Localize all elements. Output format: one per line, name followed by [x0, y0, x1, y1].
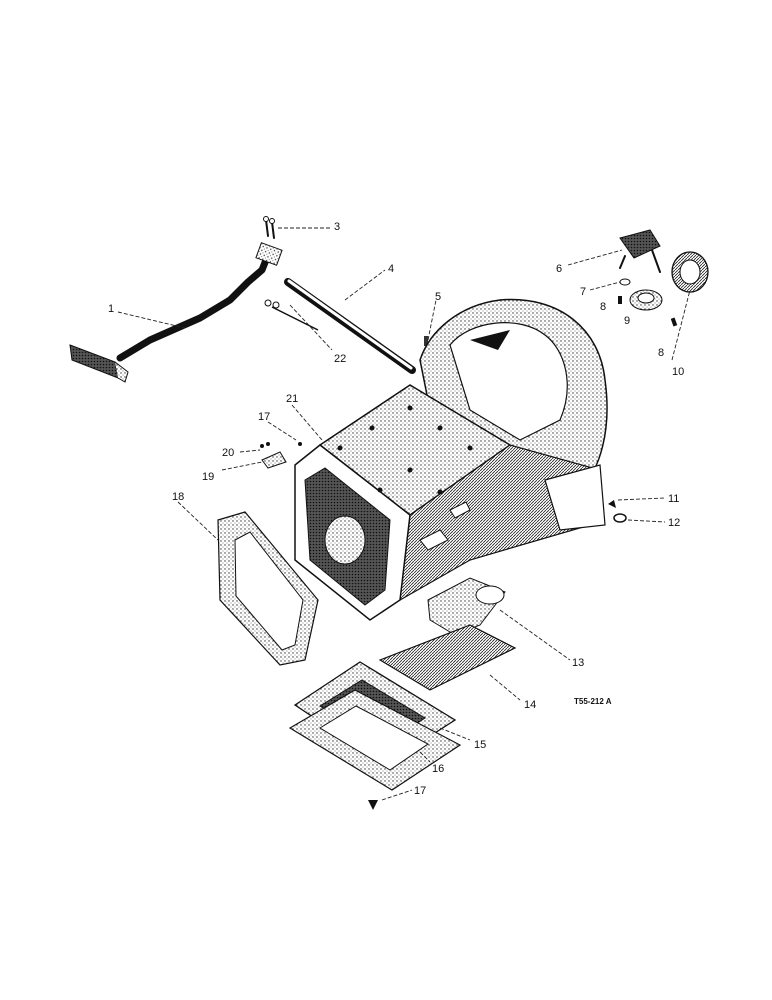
washer	[619, 278, 631, 286]
callout-15: 15	[474, 739, 486, 751]
bolts	[263, 216, 275, 239]
callout-20: 20	[222, 447, 234, 459]
callout-14: 14	[524, 699, 536, 711]
callout-10: 10	[672, 366, 684, 378]
callout-5: 5	[435, 291, 441, 303]
set-screw	[618, 296, 678, 327]
leader-lines	[117, 227, 691, 801]
drawing-code: T55-212 A	[574, 697, 612, 706]
dowel-pin	[424, 336, 428, 346]
callout-4: 4	[388, 263, 394, 275]
callout-17: 17	[414, 785, 426, 797]
cross-shaft	[284, 278, 416, 374]
shift-housing	[427, 577, 506, 636]
cover-plate	[378, 624, 517, 691]
callout-13: 13	[572, 657, 584, 669]
cover-gasket	[288, 689, 462, 791]
callouts: 1 3 4 5 6 7 8 8 9 10 11 12 13 14 15 16 1…	[108, 221, 684, 797]
callout-3: 3	[334, 221, 340, 233]
release-bearing	[671, 251, 709, 293]
transmission-housing	[294, 298, 608, 621]
plug	[608, 500, 616, 508]
callout-8b: 8	[658, 347, 664, 359]
release-lever	[619, 229, 661, 273]
link-rod	[264, 299, 319, 331]
callout-19: 19	[202, 471, 214, 483]
callout-18: 18	[172, 491, 184, 503]
front-gasket	[217, 511, 319, 666]
callout-7: 7	[580, 286, 586, 298]
callout-12: 12	[668, 517, 680, 529]
clutch-pedal	[69, 242, 283, 383]
pin	[260, 442, 302, 448]
bracket	[261, 451, 287, 469]
callout-21: 21	[286, 393, 298, 405]
callout-1: 1	[108, 303, 114, 315]
drain-plug	[368, 800, 378, 810]
bearing-carrier	[629, 289, 663, 311]
callout-16: 16	[432, 763, 444, 775]
callout-6: 6	[556, 263, 562, 275]
callout-22: 22	[334, 353, 346, 365]
callout-11: 11	[668, 493, 679, 505]
callout-9: 9	[624, 315, 630, 327]
callout-8: 8	[600, 301, 606, 313]
seal-ring	[613, 513, 627, 523]
callout-17b: 17	[258, 411, 270, 423]
